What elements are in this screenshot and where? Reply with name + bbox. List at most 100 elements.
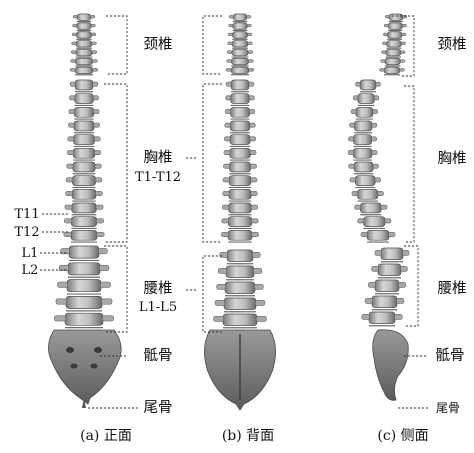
caption-side: (c) 侧面 [377,428,428,444]
vertebra [385,58,401,64]
transverse-process [373,109,378,113]
transverse-process [383,33,387,36]
transverse-process [248,51,253,54]
transverse-process [100,282,110,287]
transverse-process [349,123,354,127]
label-coccyx: 尾骨 [144,400,173,416]
transverse-process [384,24,388,27]
transverse-process [401,266,408,271]
vertebra [69,246,99,258]
label-cervical: 颈椎 [144,36,173,53]
vertebra [232,49,249,55]
vertebra [230,121,250,131]
vertebra [231,58,248,64]
bracket-cervical [106,16,127,74]
transverse-process [218,268,226,273]
transverse-process [400,68,405,71]
vertebra [67,280,101,292]
transverse-process [54,316,65,321]
transverse-process [399,282,406,287]
vertebra [75,67,93,73]
vertebra [226,266,254,278]
vertebra [367,230,389,240]
sacrum-front [48,330,121,404]
transverse-process [222,205,229,209]
sacrum-side [373,330,409,401]
transverse-process [228,42,233,45]
transverse-process [250,164,256,168]
transverse-process [225,123,231,127]
transverse-process [371,137,376,141]
vertebra [71,230,97,240]
transverse-process [248,60,253,63]
transverse-process [229,15,233,18]
vertebra [228,230,252,240]
vertebra [72,189,96,199]
vertebra [372,296,397,308]
transverse-process [250,150,256,154]
transverse-process [248,42,253,45]
vertebra [369,312,395,324]
transverse-process [353,96,358,100]
transverse-process [382,42,387,45]
transverse-process [70,68,75,71]
transverse-process [93,96,99,100]
vertebra [232,41,248,47]
transverse-process [96,205,103,209]
transverse-process [251,191,258,195]
transverse-process [69,109,75,113]
vertebra [388,23,402,29]
transverse-process [400,60,405,63]
transverse-process [70,60,75,63]
transverse-process [249,96,255,100]
transverse-process [397,298,405,303]
vertebra [353,135,371,145]
transverse-process [93,82,98,86]
transverse-process [254,284,263,289]
vertebra [75,80,93,90]
transverse-process [377,191,383,195]
vertebra [364,217,385,227]
back-vertebrae [213,14,266,328]
transverse-process [95,178,102,182]
transverse-process [247,24,251,27]
transverse-process [66,178,73,182]
vertebra [225,282,255,294]
vertebra [353,148,372,158]
vertebra [224,298,256,310]
transverse-process [368,282,375,287]
front-vertebrae [54,14,113,328]
vertebra [358,189,378,199]
vertebra [381,248,403,260]
bracket-thoracic-back [203,84,222,242]
transverse-process [229,24,233,27]
transverse-process [348,150,354,154]
transverse-process [67,150,73,154]
transverse-process [349,164,355,168]
transverse-process [361,232,368,236]
transverse-process [372,150,378,154]
transverse-process [223,178,230,182]
transverse-process [374,96,379,100]
transverse-process [96,232,104,236]
vertebra [354,162,373,172]
transverse-process [95,191,102,195]
label-cervical-side: 颈椎 [438,36,467,53]
transverse-process [64,232,72,236]
vertebra [75,94,94,104]
vertebra [378,264,401,276]
transverse-process [91,33,96,36]
transverse-process [69,96,75,100]
transverse-process [356,82,361,86]
transverse-process [64,219,72,223]
transverse-process [251,205,258,209]
transverse-process [96,219,104,223]
bracket-lumbar-side [404,246,418,326]
vertebra [72,176,95,186]
vertebra [233,14,247,20]
vertebra [76,32,91,38]
vertebra [229,162,250,172]
transverse-process [253,268,261,273]
transverse-process [68,123,74,127]
